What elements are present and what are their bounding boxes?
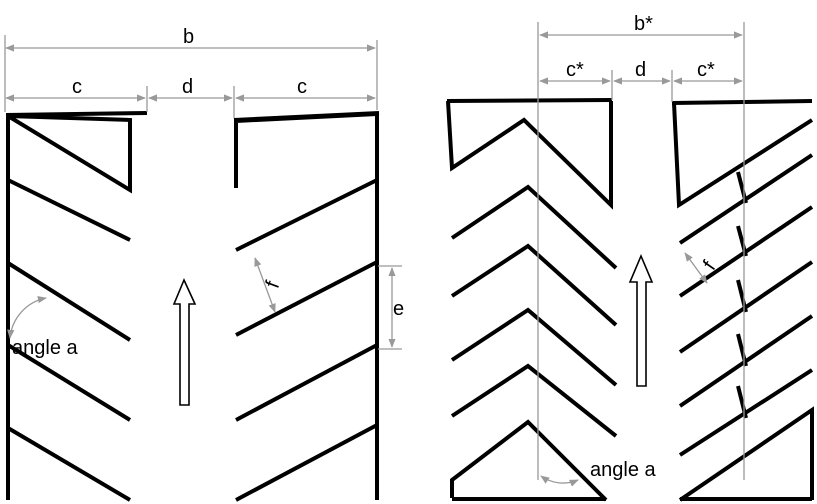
top-edge-left [446,98,613,103]
direction-arrow-icon [172,278,197,406]
right-lug-3 [235,343,378,422]
label-angle-left: angle a [12,337,78,359]
label-cstar-left: c* [566,59,584,81]
label-d-right: d [635,59,646,81]
right-lug-4 [235,423,378,502]
left-tread-panel: b c d c e f angle a [4,26,404,502]
chevron-lug-1 [450,184,618,270]
right-lug-2 [235,260,378,337]
chevron-lug-3 [450,307,618,387]
right-top-block [672,102,814,209]
right-tread-panel: b* c* d c* f angle a [446,13,814,502]
label-c-right: c [297,76,307,98]
label-d-left: d [182,76,193,98]
tie-bar-2 [736,225,748,257]
left-lug-3 [6,343,132,422]
direction-arrow-icon [628,253,654,387]
dim-line-f-left [254,257,276,313]
label-f-right: f [699,257,720,275]
tie-bar-5 [736,385,748,419]
label-angle-right: angle a [590,459,656,481]
left-lug-4 [6,426,132,502]
label-c-left: c [72,76,82,98]
right-lug-1 [235,178,378,252]
chevron-lug-4 [450,363,618,438]
left-top-block [446,100,613,210]
top-edge-left [5,111,148,117]
label-e: e [393,298,404,320]
left-lug-2 [6,261,132,342]
label-cstar-right: c* [697,59,715,81]
dim-line-f-right [684,252,708,284]
right-bottom-block [678,406,814,502]
right-top-block [234,112,378,188]
tie-bar-3 [736,279,748,313]
top-edge-right [671,99,813,105]
tie-bar-1 [736,171,748,204]
label-b: b [183,26,194,48]
left-lug-1 [7,178,131,242]
label-f-left: f [262,278,285,291]
angle-arc-right [540,475,579,487]
tie-bar-4 [736,333,748,367]
left-bottom-block [450,419,608,502]
chevron-lug-2 [450,243,618,327]
label-bstar: b* [634,13,653,35]
left-top-block [6,114,132,194]
angle-arc-left [7,296,47,339]
